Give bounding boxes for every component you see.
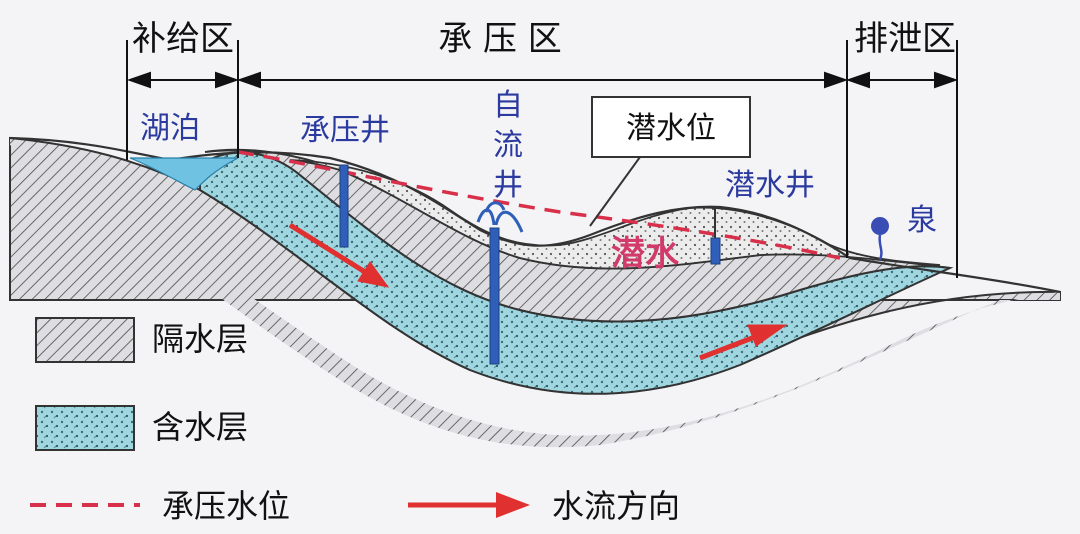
legend-aquitard-swatch bbox=[35, 317, 135, 363]
flow-arrow bbox=[699, 324, 788, 361]
legend: 隔水层 含水层 承压水位 水流方向 bbox=[30, 317, 680, 525]
legend-flow-arrow-swatch bbox=[408, 492, 530, 518]
aquitard-bottom-lower bbox=[10, 138, 1060, 448]
water-table-callout: 潜水位 bbox=[589, 96, 751, 227]
legend-flow-direction-label: 水流方向 bbox=[552, 487, 680, 525]
zone-discharge-label: 排泄区 bbox=[854, 19, 956, 59]
artesian-well-label-1: 自 bbox=[493, 88, 523, 123]
flow-arrow bbox=[288, 222, 390, 288]
artesian-well-label-2: 流 bbox=[493, 128, 523, 163]
zone-recharge-label: 补给区 bbox=[132, 19, 234, 59]
lake-label: 湖泊 bbox=[140, 111, 200, 146]
artesian-well-pipe bbox=[489, 227, 500, 365]
phreatic-well-pipe bbox=[710, 237, 721, 265]
phreatic-well-label: 潜水井 bbox=[725, 168, 815, 203]
legend-aquifer-label: 含水层 bbox=[152, 408, 248, 446]
lake-water bbox=[129, 157, 239, 191]
legend-aquifer-swatch bbox=[35, 405, 135, 451]
confined-water-level-line bbox=[237, 150, 841, 260]
artesian-fountain-icon bbox=[476, 201, 524, 233]
ground-surface bbox=[9, 136, 1061, 294]
phreatic-label: 潜水 bbox=[611, 234, 680, 274]
legend-aquitard-label: 隔水层 bbox=[152, 320, 248, 358]
zone-confined-label: 承 压 区 bbox=[438, 19, 562, 59]
spring-icon bbox=[871, 217, 889, 261]
zone-dividers bbox=[126, 40, 959, 278]
spring-label: 泉 bbox=[907, 203, 937, 238]
artesian-well-label-3: 井 bbox=[493, 168, 523, 203]
confined-well-label: 承压井 bbox=[300, 113, 390, 148]
water-table-label: 潜水位 bbox=[626, 111, 716, 146]
confined-well-pipe bbox=[339, 164, 349, 248]
legend-confined-level-label: 承压水位 bbox=[162, 487, 290, 525]
